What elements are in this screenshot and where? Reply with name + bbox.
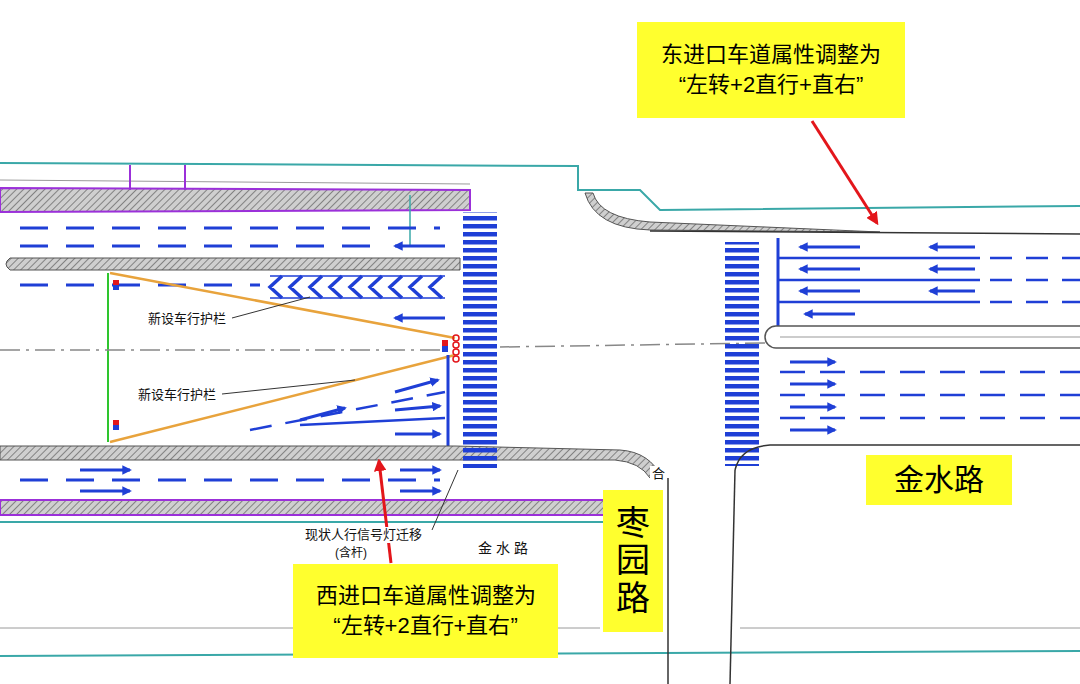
signal-note: 现状人行信号灯迁移 [303,527,424,543]
road-label: 金 水 路 [476,540,530,557]
cone [453,335,459,341]
barrier-end [442,346,448,352]
callout-text: 西进口车道属性调整为 “左转+2直行+直右” [310,581,542,640]
lane-arrow [395,317,445,320]
lane-arrow [790,361,835,364]
sidewalk [0,188,470,212]
road-name: 枣园路 [616,505,650,617]
lane-line [780,372,1080,418]
road-edge [730,470,735,684]
barrier-end [442,340,448,346]
median [765,326,1080,348]
barrier-end [113,425,119,430]
barrier-end [113,280,119,285]
lane-line [990,258,1080,302]
lane-arrow [790,383,835,386]
crosswalk [463,212,497,468]
center-line [0,343,765,350]
barrier-end [113,285,119,290]
lane-arrow [80,469,130,472]
road-name-box: 枣园路 [603,490,663,632]
stop-line [447,355,450,452]
cone [453,356,459,362]
signal-note: (含杆) [333,546,369,560]
lane-arrow [805,313,855,316]
chevron-marking [270,276,442,298]
lane-arrow [395,406,440,410]
road-edge [667,478,669,684]
callout-box: 东进口车道属性调整为 “左转+2直行+直右” [637,22,905,118]
curb-island [585,193,880,232]
road-name: 金水路 [894,460,984,501]
boundary-line [0,180,470,184]
lane-arrow [300,408,345,420]
separator-strip [6,258,460,270]
lane-arrow [800,246,860,249]
callout-arrow [812,121,877,223]
lane-arrow [800,268,860,271]
callout-text: 东进口车道属性调整为 “左转+2直行+直右” [655,40,887,99]
road-name-box: 金水路 [866,455,1012,505]
median-end [107,273,109,442]
barrier-label: 新设车行护栏 [146,311,228,327]
sidewalk [0,500,640,515]
crosswalk [725,242,759,466]
lane-line [20,479,440,482]
fragment-label: 合 [650,466,667,482]
callout-arrow [379,461,391,563]
road-edge [650,231,1080,234]
barrier-line [110,355,455,442]
leader-line [222,380,355,394]
lane-arrow [930,268,975,271]
lane-arrow [395,380,438,392]
barrier-label: 新设车行护栏 [136,387,218,403]
signal-pole [409,195,411,245]
callout-box: 西进口车道属性调整为 “左转+2直行+直右” [293,564,558,658]
lane-arrow [800,290,860,293]
stop-line [777,238,780,328]
barrier-line [110,273,455,338]
driveway-line [130,165,185,190]
lane-line [20,228,440,246]
lane-arrow [930,290,975,293]
lane-arrow [790,429,835,432]
lane-arrow [80,490,130,493]
leader-line [432,470,458,530]
lane-line [250,392,445,430]
lane-line [300,418,445,425]
cone [453,342,459,348]
lane-arrow [400,490,440,493]
lane-line [778,258,980,302]
lane-arrow [930,246,975,249]
lane-arrow [395,245,445,248]
median-line [780,337,1080,338]
cone [453,349,459,355]
lane-line [20,284,260,287]
barrier-end [113,420,119,425]
lane-arrow [395,433,440,436]
lane-line [270,276,445,298]
separator-strip [0,446,662,478]
boundary-line [0,521,640,523]
lane-arrow [790,406,835,409]
leader-line [232,297,310,318]
lane-arrow [400,469,440,472]
